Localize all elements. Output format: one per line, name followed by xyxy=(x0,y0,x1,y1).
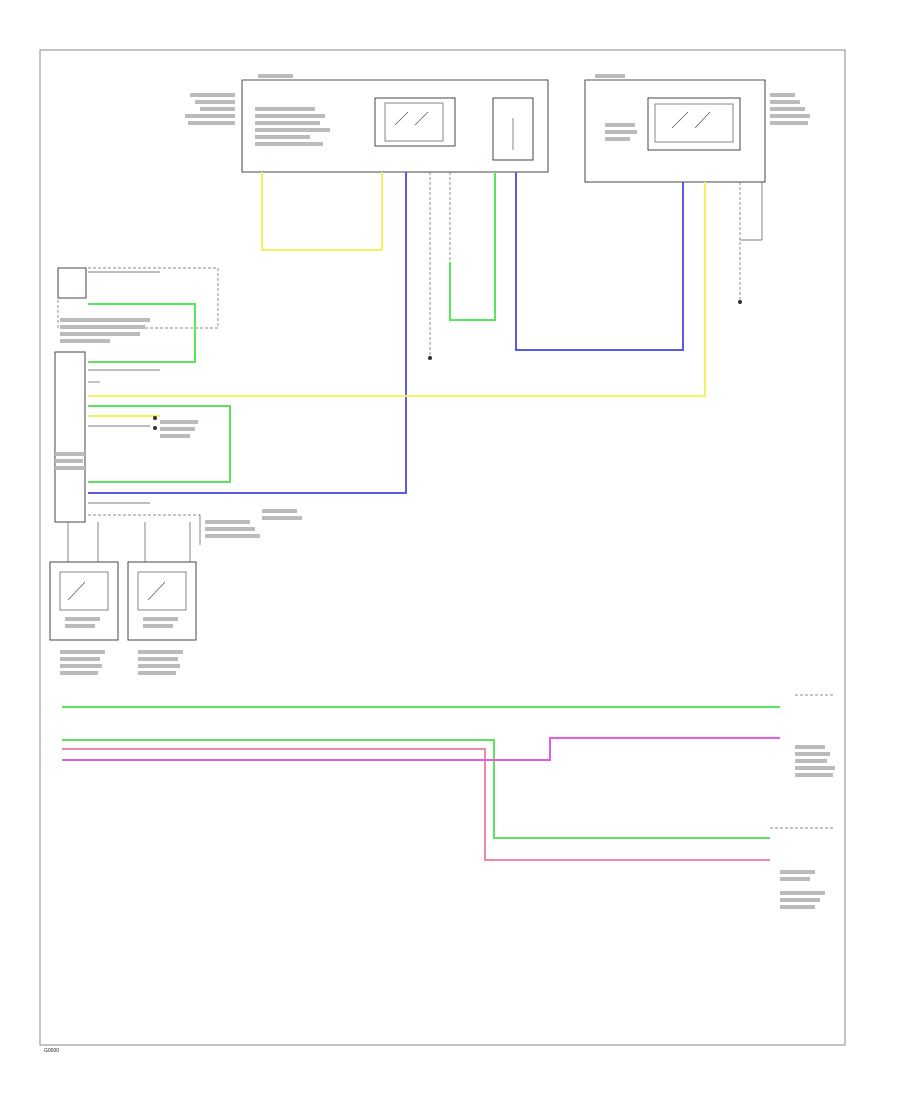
wire-green-mid xyxy=(449,172,496,321)
top-left-labels xyxy=(185,74,330,146)
left-connector-column xyxy=(54,351,302,545)
footer-code: G0000 xyxy=(44,1048,59,1054)
top-left-module xyxy=(185,74,549,173)
switch-box-right xyxy=(127,561,197,641)
wire-green-bottom-step xyxy=(62,739,770,839)
page-frame xyxy=(39,49,846,1046)
top-wires xyxy=(88,172,763,494)
left-module-upper xyxy=(57,267,219,363)
top-right-labels xyxy=(595,74,810,141)
wire-green-upper xyxy=(88,303,196,363)
top-right-module xyxy=(584,74,810,183)
wire-green-middle xyxy=(88,405,231,483)
wire-yellow-right xyxy=(88,182,706,397)
wire-yellow-loop xyxy=(261,172,383,251)
wire-blue-right xyxy=(515,172,684,351)
wire-blue-left xyxy=(88,172,407,494)
bottom-wires xyxy=(62,694,835,909)
wire-magenta-bottom xyxy=(62,737,780,761)
switch-boxes xyxy=(49,522,197,675)
wire-pink-bottom xyxy=(62,748,770,861)
switch-box-left xyxy=(49,561,119,641)
